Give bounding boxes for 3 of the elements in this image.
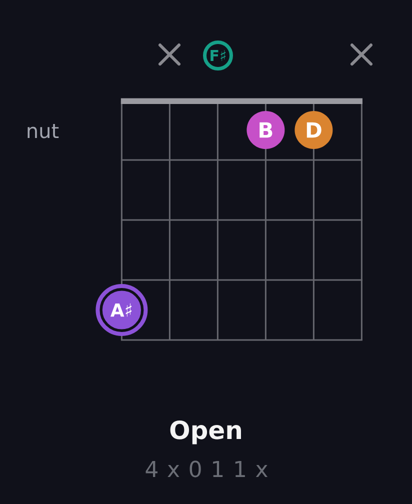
chord-title: Open	[170, 420, 241, 444]
nut-label: nut	[28, 124, 59, 138]
fret-pattern: 4 x 0 1 1 x	[146, 460, 268, 478]
